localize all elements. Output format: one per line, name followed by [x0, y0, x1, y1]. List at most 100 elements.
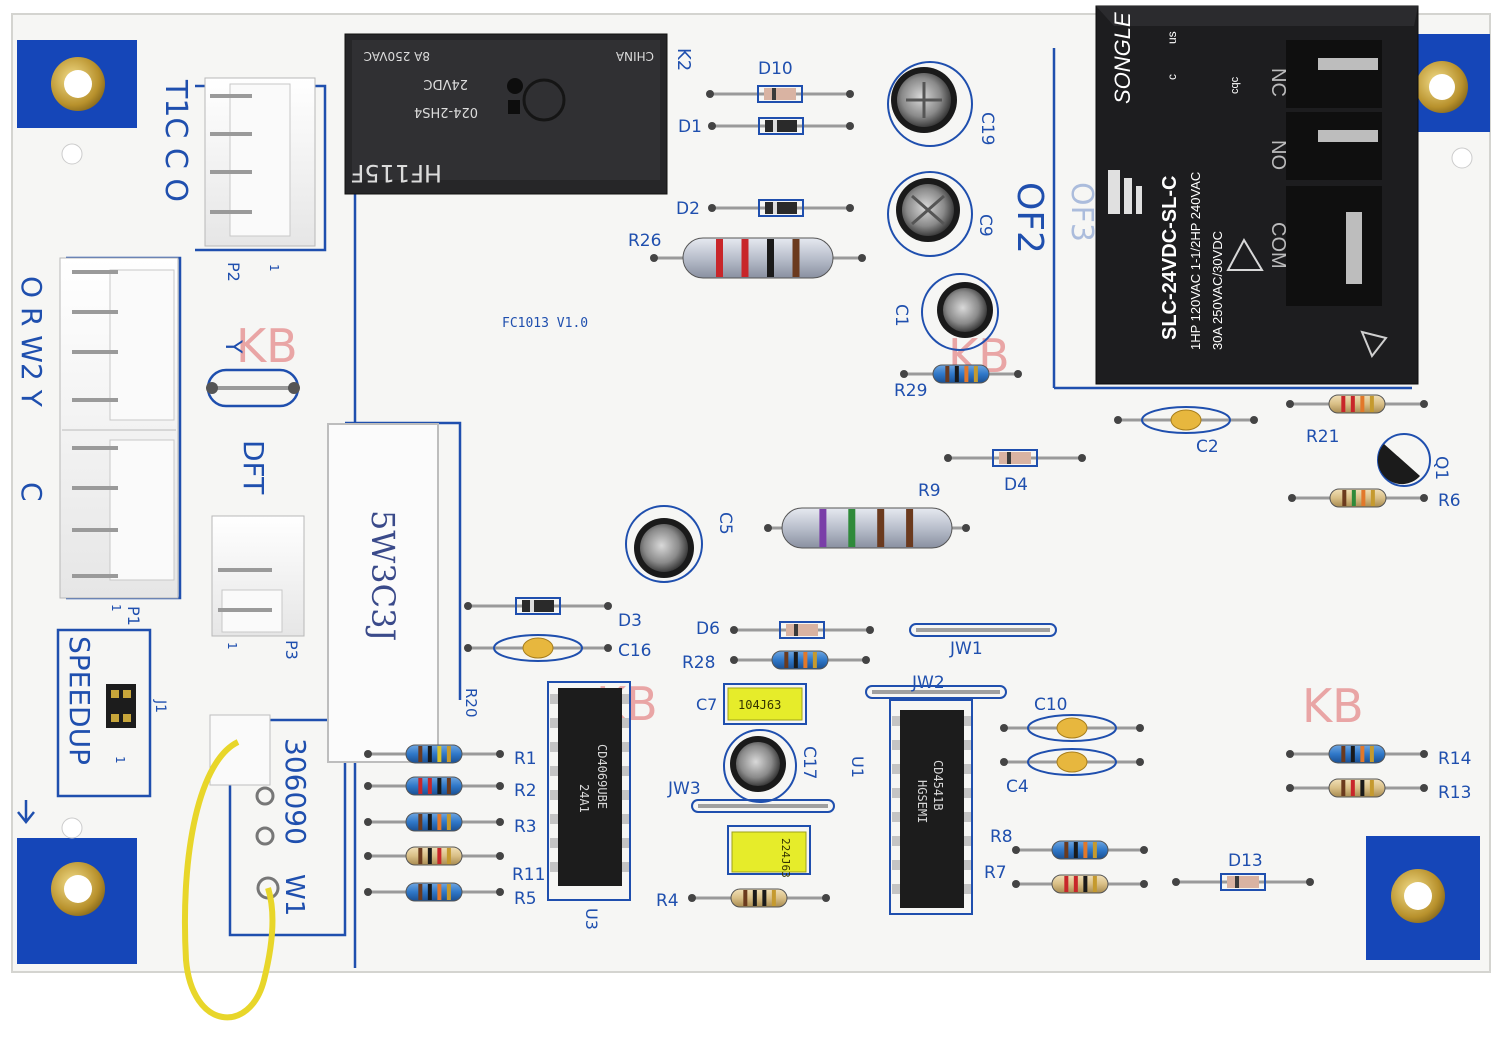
electrolytic-cap-c1: [921, 273, 999, 351]
ic-u1: CD4541B HGSEMI: [889, 699, 973, 915]
resistor-r28: [730, 650, 870, 670]
relay-model: SLC-24VDC-SL-C: [1159, 176, 1181, 340]
ref-label-r5: R5: [514, 889, 537, 909]
k2-line3: 8A 250VAC: [364, 49, 430, 63]
r20-ref: R20: [462, 688, 480, 718]
ref-label-c1: C1: [891, 304, 911, 327]
resistor-r4: [688, 888, 830, 908]
ref-label-r2: R2: [514, 781, 537, 801]
resistor-r21: [1286, 394, 1428, 414]
p1-ref: P1: [124, 606, 143, 626]
u1-ref: U1: [848, 756, 867, 778]
mount-hole-top-left: [17, 40, 137, 128]
j1-ref: J1: [152, 699, 168, 713]
u3-line2: 24A1: [577, 784, 591, 813]
resistor-r14: [1286, 744, 1428, 764]
relay-of2-songle: SONGLE SLC-24VDC-SL-C 1HP 120VAC 1-1/2HP…: [1095, 5, 1419, 385]
resistor-r13: [1286, 778, 1428, 798]
board-version: FC1013 V1.0: [502, 316, 588, 331]
ref-label-c2: C2: [1196, 437, 1219, 457]
y-label: Y: [220, 339, 245, 354]
ref-label-r26: R26: [628, 231, 661, 251]
relay-brand: SONGLE: [1110, 12, 1135, 104]
ref-label-c10: C10: [1034, 695, 1068, 715]
ref-label-r14: R14: [1438, 749, 1471, 769]
ref-label-r28: R28: [682, 653, 715, 673]
relay-term-no: NO: [1267, 140, 1289, 170]
resistor-r2: [364, 776, 504, 796]
components-layer: [364, 85, 1428, 908]
ref-label-r21: R21: [1306, 427, 1339, 447]
ref-label-d4: D4: [1004, 475, 1028, 495]
jumper-j1-speedup[interactable]: [106, 684, 136, 728]
relay-rating-2: 30A 250VAC/30VDC: [1210, 231, 1225, 350]
ceramic-cap-c2: [1114, 406, 1258, 434]
mount-hole-bottom-right: [1366, 836, 1480, 960]
board-hole: [61, 817, 83, 839]
electrolytic-cap-c9: [887, 171, 973, 257]
ref-label-jw1: JW1: [949, 639, 983, 659]
diode-d3: [464, 597, 612, 615]
p2-pin-labels: T1C C O: [158, 79, 193, 202]
ref-label-d1: D1: [678, 117, 702, 137]
relay-term-nc: NC: [1267, 68, 1289, 97]
resistor-r7: [1012, 874, 1148, 894]
j1-pin1: 1: [113, 756, 127, 764]
u1-line1: CD4541B: [931, 760, 945, 811]
jumper-jw3: [691, 799, 835, 813]
ref-label-c19: C19: [977, 112, 997, 146]
ref-label-q1: Q1: [1431, 456, 1451, 480]
connector-p2[interactable]: [204, 77, 316, 247]
film-cap-c7: 104J63: [723, 683, 807, 725]
relay-cert-cqc: cqc: [1229, 76, 1241, 94]
k2-line1: 024-2HS4: [414, 104, 478, 119]
jumper-y: [206, 382, 300, 394]
c7-code: 104J63: [738, 698, 781, 712]
diode-d1: [708, 117, 854, 135]
relay-k1-ref: OF2: [1009, 182, 1050, 254]
diode-d13: [1172, 873, 1314, 891]
film-cap-c13: 224J63: [727, 825, 811, 878]
u1-line2: HGSEMI: [915, 780, 929, 823]
ref-label-jw3: JW3: [667, 779, 701, 799]
resistor-r1: [364, 744, 504, 764]
ref-label-d13: D13: [1228, 851, 1263, 871]
ref-label-d2: D2: [676, 199, 700, 219]
diode-d2: [708, 199, 854, 217]
p1-pin1: 1: [109, 604, 123, 612]
ref-label-c17: C17: [799, 746, 819, 780]
jumper-jw1: [909, 623, 1057, 637]
relay-term-com: COM: [1267, 222, 1289, 269]
ref-label-d3: D3: [618, 611, 642, 631]
relay-rating-1: 1HP 120VAC 1-1/2HP 240VAC: [1188, 172, 1203, 350]
ref-label-r6: R6: [1438, 491, 1461, 511]
connector-p3-dft[interactable]: [211, 515, 305, 637]
electrolytic-cap-c19: [887, 61, 973, 147]
p3-ref: P3: [282, 640, 301, 660]
connector-p1[interactable]: [59, 257, 179, 599]
ref-label-r1: R1: [514, 749, 537, 769]
p2-pin1: 1: [267, 264, 281, 272]
kb-watermark: KB: [236, 319, 298, 373]
diode-d6: [730, 621, 874, 639]
resistor-r6: [1288, 488, 1428, 508]
power-resistor-r20: 5W3C3J: [327, 423, 439, 763]
p1-pin-labels: O R W2 Y: [15, 276, 48, 408]
transistor-q1: [1377, 433, 1431, 487]
ref-label-c5: C5: [715, 512, 735, 535]
relay-cert-us: us: [1165, 31, 1179, 44]
ref-label-r20: R20: [0, 0, 2, 1]
resistor-r3: [364, 812, 504, 832]
speedup-label: SPEEDUP: [63, 636, 96, 765]
ref-label-d6: D6: [696, 619, 720, 639]
k2-line2: 24VDC: [423, 76, 468, 91]
ref-label-c16: C16: [618, 641, 652, 661]
resistor-r11: [364, 846, 504, 866]
ref-label-r4: R4: [656, 891, 679, 911]
resistor-r29: [900, 364, 1022, 384]
ref-label-r9: R9: [918, 481, 941, 501]
p1-pin-label-c: C: [15, 482, 48, 502]
mount-hole-top-right: [1414, 34, 1490, 132]
yellow-wire: [181, 714, 276, 1021]
resistor-r26: [650, 237, 866, 279]
